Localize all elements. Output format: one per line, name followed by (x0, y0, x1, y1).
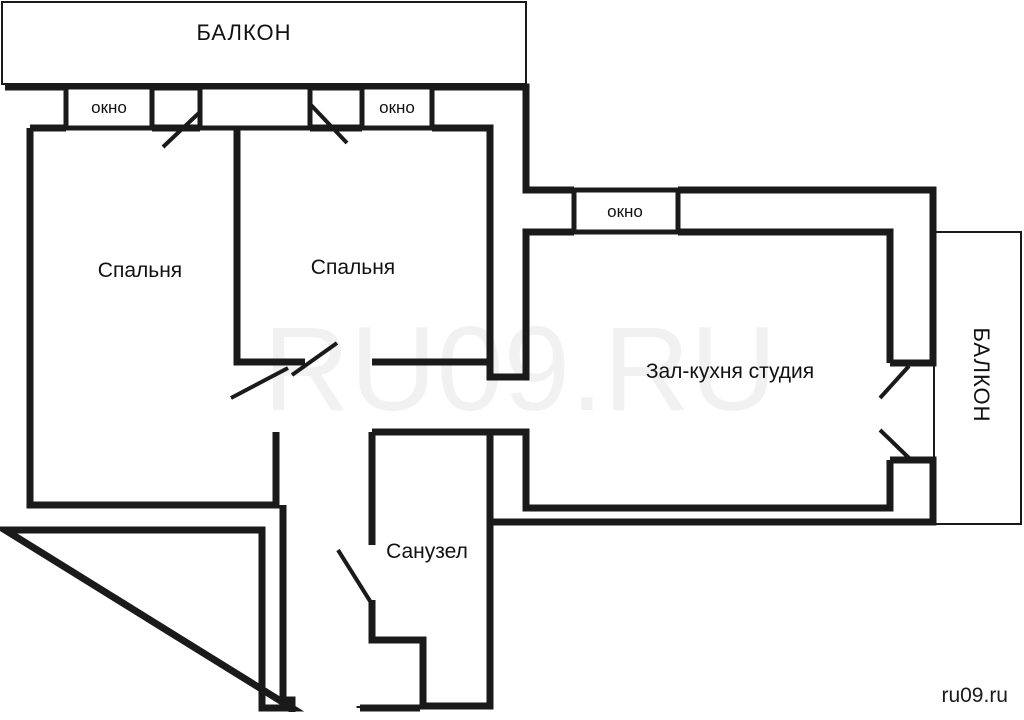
door-bedroom-left (230, 366, 289, 400)
room-label-bedroom-middle: Спальня (311, 256, 395, 279)
window-box-3 (571, 187, 681, 235)
balcony-top-label: БАЛКОН (196, 20, 291, 45)
door-balcony-right-lower (878, 428, 911, 460)
window-box-2 (359, 84, 435, 131)
bedroom-partition (233, 128, 490, 366)
door-bedroom-middle (290, 341, 339, 377)
window-label-2: окно (379, 98, 415, 117)
living-right-wall (890, 359, 933, 464)
site-label: ru09.ru (941, 684, 1008, 707)
door-balcony-right (308, 102, 349, 145)
corridor-wall (272, 432, 296, 712)
room-label-bathroom: Санузел (386, 540, 468, 563)
window-label-1: окно (91, 98, 127, 117)
door-bathroom (336, 548, 372, 603)
balcony-right-outline (933, 231, 1022, 525)
window-label-3: окно (607, 202, 643, 221)
inner-wall (26, 124, 894, 522)
watermark: RU09.RU (263, 302, 776, 436)
balcony-door-frame (197, 84, 313, 131)
room-label-bedroom-left: Спальня (98, 259, 182, 282)
bathroom-wall (360, 428, 490, 712)
balcony-top-outline (1, 1, 527, 85)
window-box-1 (63, 84, 155, 131)
balcony-right-label: БАЛКОН (969, 327, 994, 422)
door-balcony-left (161, 110, 202, 149)
door-balcony-right-upper (878, 364, 911, 400)
room-label-living-kitchen: Зал-кухня студия (646, 360, 814, 383)
